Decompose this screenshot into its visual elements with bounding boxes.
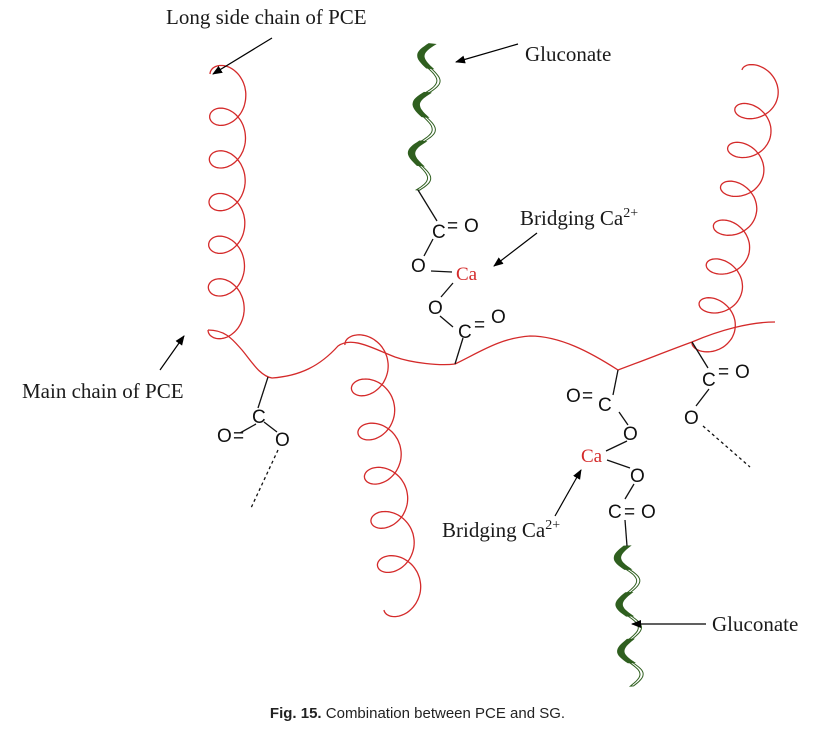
dashed-bond-left (250, 449, 279, 509)
helix-segment (419, 116, 436, 143)
atom-double-bond: = (474, 315, 485, 336)
label-main-chain: Main chain of PCE (22, 379, 184, 403)
dashed-bond-right (702, 425, 751, 468)
atom-oxygen: O (275, 430, 290, 451)
arrow-bridging-top (493, 232, 538, 267)
atom-oxygen: O (464, 216, 479, 237)
atom-oxygen: O (684, 408, 699, 429)
helix-segment (624, 568, 641, 594)
helix-segment (412, 91, 432, 118)
helix-segment (628, 662, 644, 687)
arrow-main-chain (159, 335, 185, 371)
atom-oxygen: O (630, 466, 645, 487)
helix-segment (613, 545, 633, 570)
pce-main-chain (207, 321, 776, 379)
figure-caption: Fig. 15. Combination between PCE and SG. (0, 705, 835, 722)
arrow-bridging-bottom (554, 469, 582, 517)
atom-oxygen: O (411, 256, 426, 277)
atom-double-bond: = (447, 216, 458, 237)
arrow-long-side-chain (212, 37, 273, 75)
calcium-top: Ca (456, 264, 478, 285)
atom-oxygen: O (428, 298, 443, 319)
atom-carbon: C (598, 395, 612, 416)
label-long-side-chain: Long side chain of PCE (166, 5, 367, 29)
atom-oxygen: O (641, 502, 656, 523)
helix-segment (424, 67, 441, 94)
helix-segment (615, 592, 635, 617)
helix-segment (417, 43, 437, 70)
atom-oxygen: O (623, 424, 638, 445)
caption-text: Combination between PCE and SG. (325, 705, 566, 722)
label-bridging-bottom: Bridging Ca2+ (442, 518, 560, 542)
pce-side-chain-right-coil (691, 63, 779, 353)
atom-double-bond: = (718, 362, 729, 383)
helix-segment (617, 638, 636, 664)
atom-carbon: C (252, 407, 266, 428)
helix-segment (414, 164, 432, 191)
atom-oxygen: O (217, 426, 232, 447)
caption-label: Fig. 15. (269, 705, 322, 722)
atom-oxygen: O (491, 307, 506, 328)
gluconate-helix-bottom (613, 545, 644, 687)
atom-double-bond: = (582, 386, 593, 407)
pce-side-chain-middle-coil (344, 334, 422, 618)
atom-oxygen: O (735, 362, 750, 383)
helix-segment (626, 615, 643, 640)
pce-side-chain-left-coil (207, 64, 247, 340)
label-gluconate-top: Gluconate (525, 42, 611, 66)
annotation-arrows (159, 37, 706, 628)
atom-carbon: C (702, 370, 716, 391)
atoms: C O = O C = O O Ca O C = O O = C O Ca O … (217, 216, 750, 523)
arrow-gluconate-top (455, 43, 519, 64)
pce-gluconate-diagram: C O = O C = O O Ca O C = O O = C O Ca O … (22, 5, 798, 687)
calcium-bottom: Ca (581, 446, 603, 467)
atom-double-bond: = (624, 502, 635, 523)
bonds (239, 189, 751, 547)
helix-segment (407, 140, 428, 167)
label-bridging-top: Bridging Ca2+ (520, 206, 638, 230)
atom-oxygen: O (566, 386, 581, 407)
gluconate-helix-top (407, 43, 441, 191)
atom-carbon: C (432, 222, 446, 243)
label-gluconate-bottom: Gluconate (712, 612, 798, 636)
atom-carbon: C (458, 322, 472, 343)
atom-double-bond: = (233, 426, 244, 447)
atom-carbon: C (608, 502, 622, 523)
